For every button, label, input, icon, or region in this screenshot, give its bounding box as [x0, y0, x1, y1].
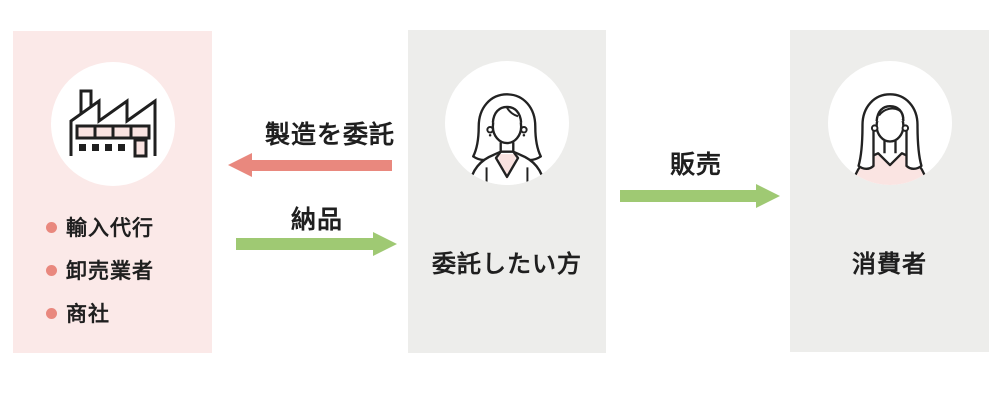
consumer-icon-circle — [827, 61, 952, 185]
bullet-dot-icon — [46, 307, 57, 319]
sales-arrow-body — [620, 190, 756, 202]
consignor-label: 委託したい方 — [432, 251, 582, 278]
consignor-box: 委託したい方 — [408, 30, 606, 353]
outsource-arrow-body — [250, 160, 392, 171]
bullet-dot-icon — [46, 264, 57, 276]
supplier-item-label: 商社 — [66, 303, 110, 326]
supplier-icon-circle — [50, 62, 175, 186]
consumer-label: 消費者 — [852, 251, 927, 278]
delivery-arrowhead-right-icon — [373, 232, 397, 256]
delivery-arrow-label: 納品 — [290, 206, 343, 234]
supplier-item-label: 輸入代行 — [66, 217, 154, 240]
list-item: 商社 — [46, 298, 154, 328]
sales-arrowhead-right-icon — [756, 184, 780, 208]
bullet-dot-icon — [46, 221, 57, 233]
consumer-woman-icon — [851, 93, 928, 185]
outsource-arrow-label: 製造を委託 — [264, 121, 395, 149]
businesswoman-icon — [468, 93, 546, 185]
supplier-item-label: 卸売業者 — [66, 260, 154, 283]
list-item: 輸入代行 — [46, 212, 154, 242]
sales-arrow-label: 販売 — [669, 151, 722, 179]
factory-icon — [69, 89, 156, 158]
list-item: 卸売業者 — [46, 255, 154, 285]
consumer-box: 消費者 — [790, 30, 989, 352]
outsource-arrowhead-left-icon — [228, 153, 252, 177]
supplier-list: 輸入代行 卸売業者 商社 — [46, 212, 154, 341]
consignor-icon-circle — [445, 61, 569, 185]
delivery-arrow-body — [236, 238, 373, 250]
supplier-box: 輸入代行 卸売業者 商社 — [13, 31, 212, 353]
